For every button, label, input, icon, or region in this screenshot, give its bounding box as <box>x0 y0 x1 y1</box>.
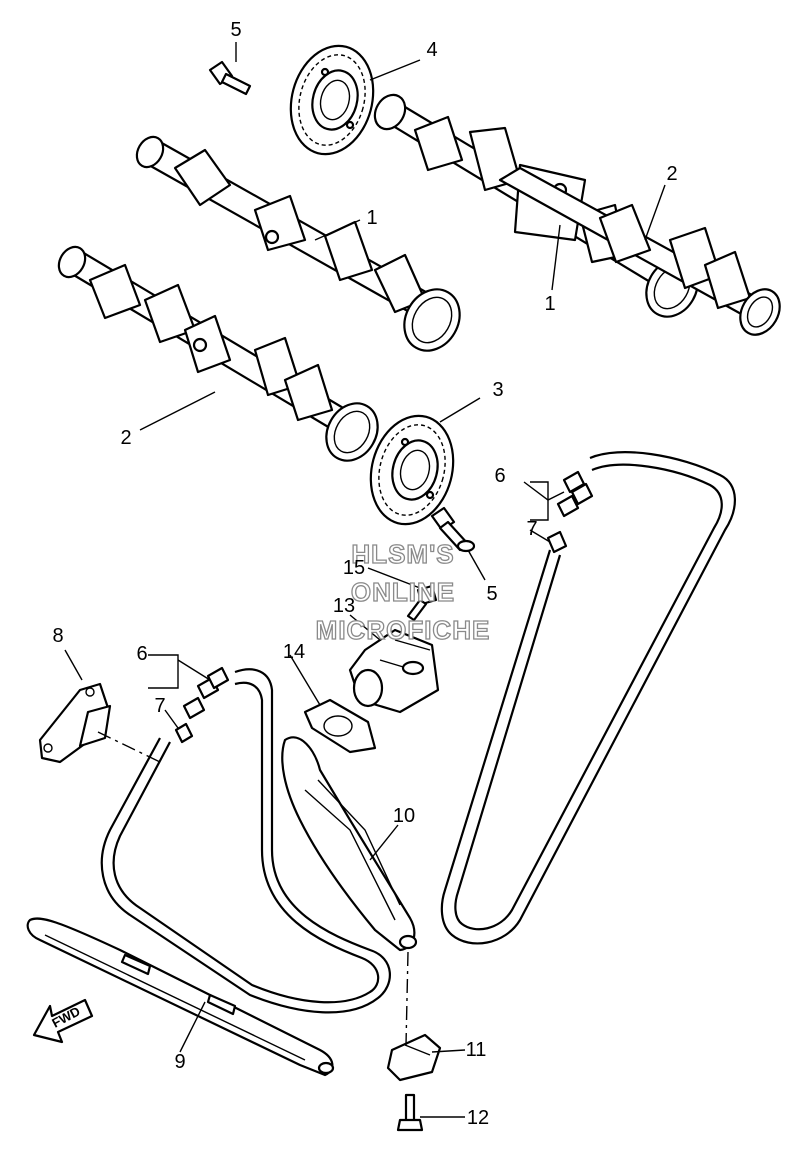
camshaft-sprocket-lower <box>369 414 455 526</box>
callout-3: 3 <box>492 379 503 401</box>
callout-11: 11 <box>466 1039 487 1061</box>
stopper-bolt <box>396 1093 424 1132</box>
camshaft-exhaust-left <box>57 245 379 462</box>
callout-12: 12 <box>467 1107 489 1129</box>
callout-6-left: 6 <box>136 643 147 665</box>
callout-4: 4 <box>426 39 437 61</box>
callout-13: 13 <box>333 595 355 617</box>
forward-arrow-icon: FWD <box>32 998 94 1044</box>
chain-tensioner <box>348 628 440 714</box>
tensioner-bolt <box>406 584 438 622</box>
callout-15: 15 <box>343 557 365 579</box>
timing-chain-right <box>440 451 736 945</box>
callout-6-right: 6 <box>494 465 505 487</box>
timing-chain-left <box>100 666 391 1014</box>
callout-7-left: 7 <box>154 695 165 717</box>
callout-7-right: 7 <box>526 518 537 540</box>
callout-8: 8 <box>52 625 63 647</box>
callout-2-left: 2 <box>120 427 131 449</box>
leader-lines <box>64 42 666 1118</box>
callout-1-right: 1 <box>544 293 555 315</box>
callout-10: 10 <box>393 805 415 827</box>
watermark: HLSM'S ONLINE MICROFICHE <box>315 538 491 645</box>
watermark-line-1: HLSM'S <box>351 539 454 569</box>
callout-1-left: 1 <box>366 207 377 229</box>
callout-5-middle: 5 <box>486 583 497 605</box>
alignment-lines <box>97 731 409 1046</box>
callout-9: 9 <box>174 1051 185 1073</box>
chain-guide-bracket <box>38 682 112 764</box>
callout-5-upper: 5 <box>230 19 241 41</box>
callout-numbers: 5 4 1 2 1 2 3 6 7 5 15 13 14 8 6 7 10 9 … <box>52 19 677 1129</box>
watermark-line-2: ONLINE <box>351 577 455 607</box>
callout-2-right: 2 <box>666 163 677 185</box>
callout-14: 14 <box>283 641 305 663</box>
bolt-upper <box>208 60 252 96</box>
chain-guide-tensioner-side <box>281 736 418 952</box>
bolt-middle <box>430 506 476 553</box>
camshaft-exhaust-right <box>498 166 781 336</box>
watermark-line-3: MICROFICHE <box>316 615 491 645</box>
chain-guide-lower <box>26 917 335 1077</box>
tensioner-gasket <box>303 698 377 754</box>
guide-stopper <box>386 1033 442 1082</box>
camshaft-sprocket-upper <box>289 44 375 156</box>
